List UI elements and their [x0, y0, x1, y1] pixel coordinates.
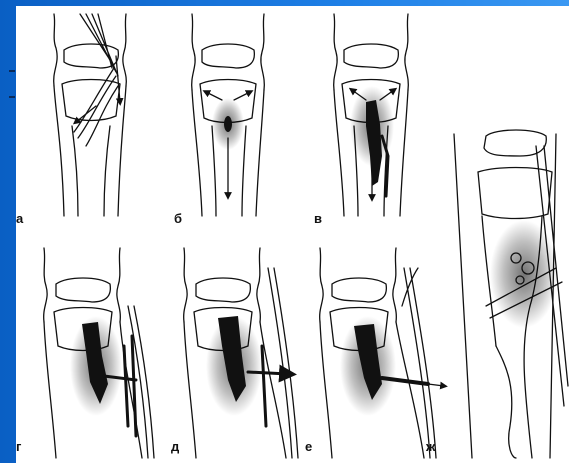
panel-label-d: д: [171, 440, 179, 453]
panel-label-v: в: [314, 212, 322, 225]
panel-label-e: е: [305, 440, 312, 453]
panel-label-b: б: [174, 212, 182, 225]
panel-label-a: а: [16, 212, 23, 225]
panel-label-g: г: [16, 440, 21, 453]
panel-label-zh: ж: [426, 440, 435, 453]
knee-diagram: [16, 6, 569, 463]
slide-edge-mark: [9, 96, 15, 98]
panel-a-drawing: [54, 14, 127, 216]
slide-edge-mark: [9, 70, 15, 72]
figure-frame: а б в г д е ж: [16, 6, 569, 463]
